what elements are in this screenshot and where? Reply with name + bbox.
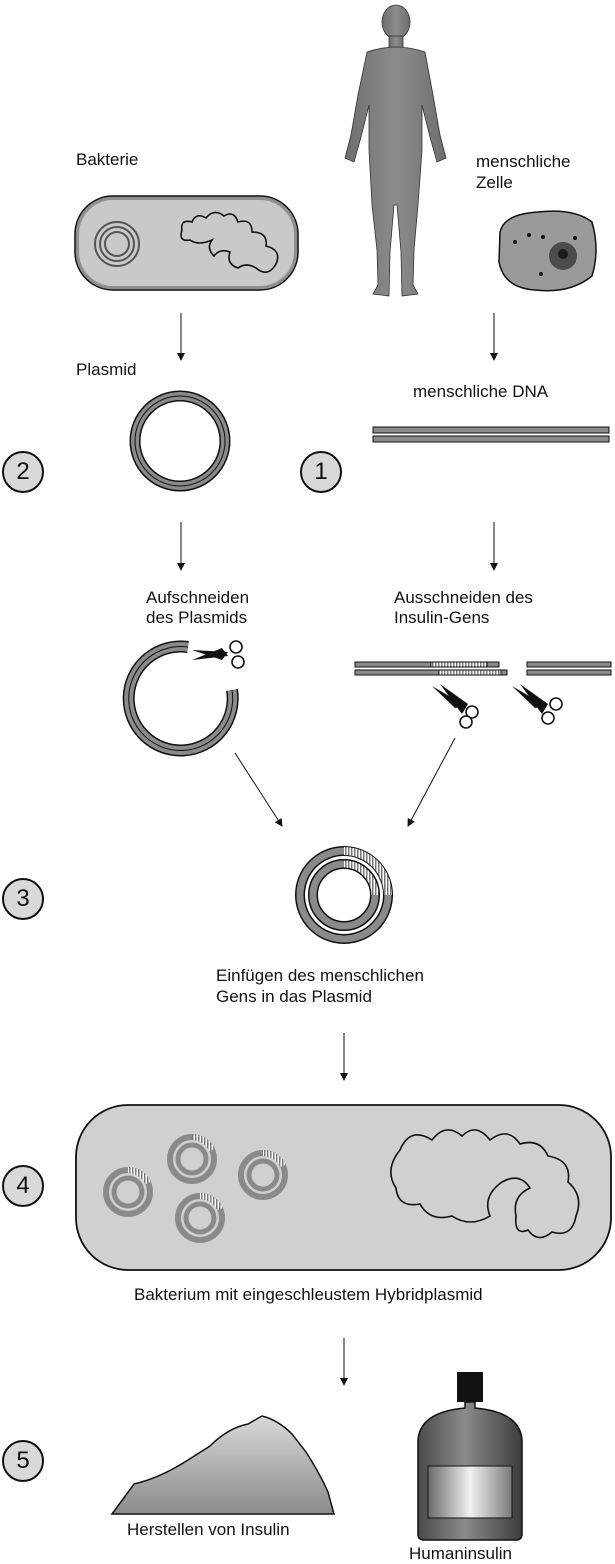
step-number-1: 1 <box>300 451 342 493</box>
bacterium-cell <box>74 195 299 291</box>
humaninsulin-label: Humaninsulin <box>409 1544 512 1563</box>
insulin-pile <box>110 1415 335 1515</box>
bacterium-hybrid-label: Bakterium mit eingeschleustem Hybridplas… <box>134 1285 483 1304</box>
human-cell <box>498 210 597 292</box>
insulin-bottle-icon <box>417 1372 523 1541</box>
human-figure-icon <box>344 4 447 297</box>
insert-gene-label-line2: Gens in das Plasmid <box>216 987 372 1006</box>
cut-plasmid <box>122 640 239 757</box>
human-cell-label-line2: Zelle <box>476 173 513 192</box>
scissors-icon <box>192 640 245 669</box>
human-dna-label: menschliche DNA <box>413 382 549 401</box>
bacterium-with-hybrid-plasmids <box>75 1104 612 1271</box>
hybrid-plasmid <box>295 846 393 944</box>
step-number-5: 5 <box>2 1440 44 1482</box>
plasmid-ring <box>129 390 231 492</box>
cut-plasmid-label-line2: des Plasmids <box>146 608 248 627</box>
arrow-gene-to-hybrid <box>407 737 456 827</box>
cut-plasmid-label-line1: Aufschneiden <box>146 588 250 607</box>
arrow-plasmid-to-hybrid <box>234 752 283 827</box>
insert-gene-label-line1: Einfügen des menschlichen <box>216 966 424 985</box>
cut-dna-with-gene <box>354 661 612 676</box>
step-number-4: 4 <box>2 1165 44 1207</box>
cut-gene-label-line2: Insulin-Gens <box>394 608 490 627</box>
plasmid-label: Plasmid <box>76 360 137 379</box>
scissors-icon <box>432 684 479 729</box>
bacteria-label: Bakterie <box>76 150 139 169</box>
step-number-3: 3 <box>2 878 44 920</box>
human-dna-strand <box>372 426 610 443</box>
scissors-icon <box>512 684 563 725</box>
step-number-2: 2 <box>2 451 44 493</box>
human-cell-label-line1: menschliche <box>476 152 571 171</box>
production-label: Herstellen von Insulin <box>127 1520 290 1539</box>
cut-gene-label-line1: Ausschneiden des <box>394 588 533 607</box>
